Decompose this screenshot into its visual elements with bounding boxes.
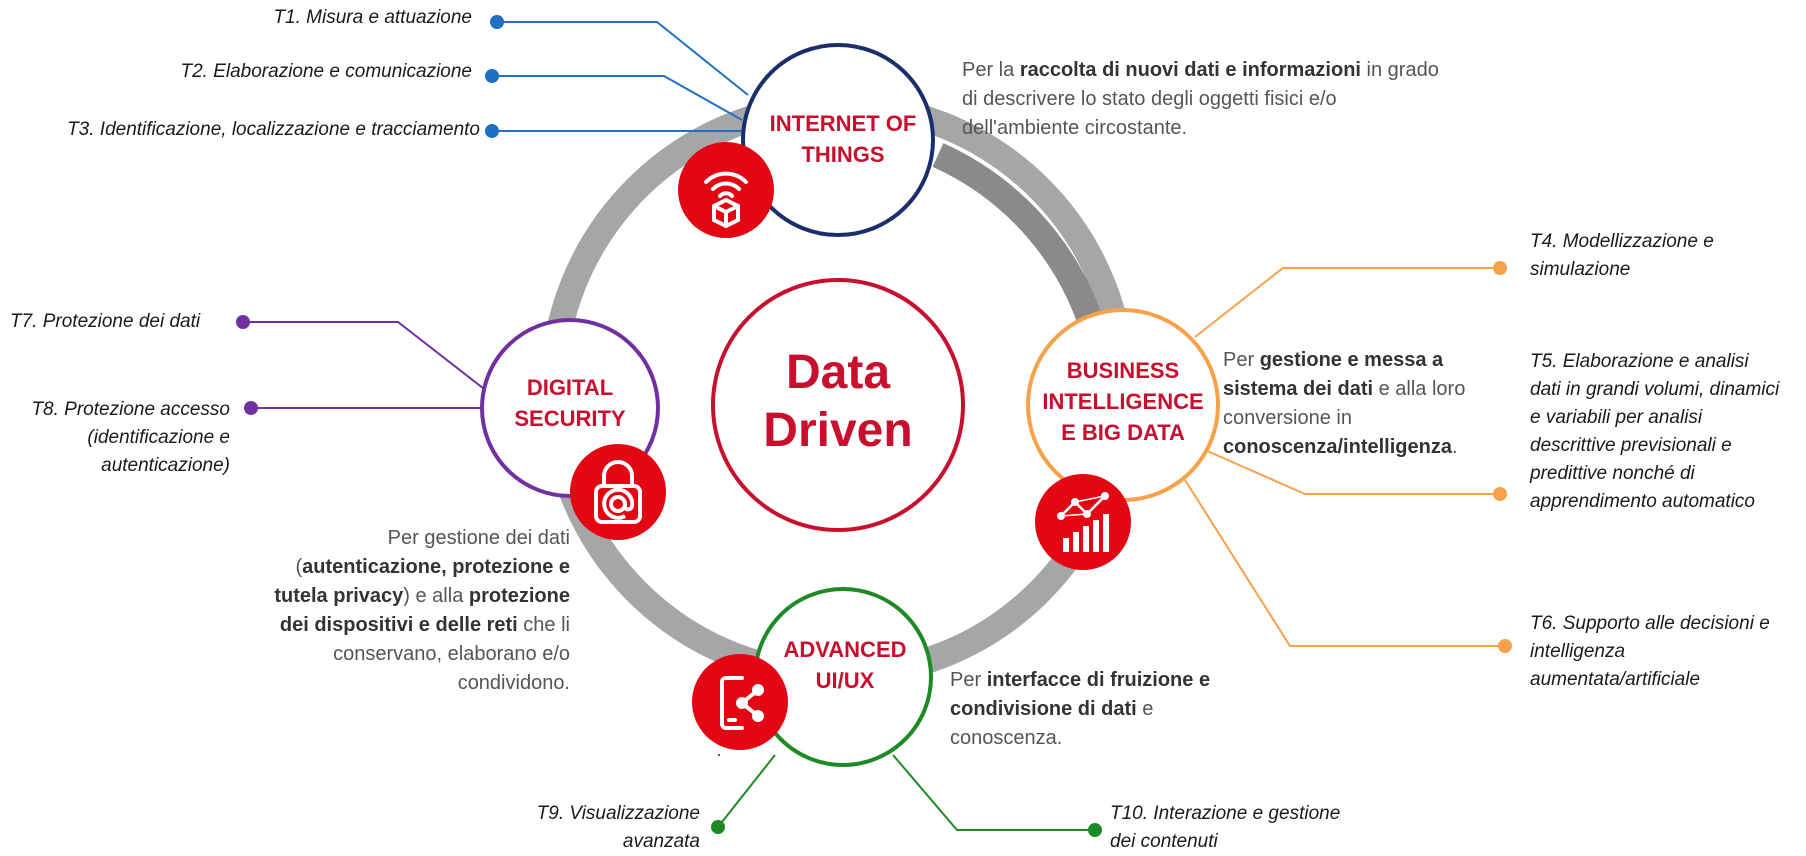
iot-title: INTERNET OF THINGS <box>743 108 943 170</box>
lock-at-icon <box>570 444 666 540</box>
connector-t2 <box>492 75 743 121</box>
connector-t1 <box>497 21 749 96</box>
task-t10: T10. Interazione e gestione dei contenut… <box>1110 803 1341 852</box>
task-t8: T8. Protezione accesso (identificazione … <box>31 399 230 476</box>
connector-dot-t10 <box>1088 823 1102 837</box>
connector-dot-t7 <box>236 315 250 329</box>
iot-description: Per la raccolta di nuovi dati e informaz… <box>962 59 1439 139</box>
connector-dot-t5 <box>1493 487 1507 501</box>
bi-title: BUSINESS INTELLIGENCE E BIG DATA <box>1023 355 1223 448</box>
task-t2: T2. Elaborazione e comunicazione <box>180 61 472 82</box>
iot-title-line1: INTERNET OF <box>769 111 917 136</box>
connector-dot-t9 <box>711 820 725 834</box>
connector-dot-t4 <box>1493 261 1507 275</box>
task-t3: T3. Identificazione, localizzazione e tr… <box>67 119 480 140</box>
iot-node-circle <box>741 43 935 237</box>
uiux-title: ADVANCED UI/UX <box>760 634 930 696</box>
connector-t4 <box>1194 267 1500 338</box>
bi-title-line2: INTELLIGENCE <box>1042 389 1204 414</box>
bi-title-line1: BUSINESS <box>1066 358 1180 383</box>
security-connectors <box>243 321 489 409</box>
task-t7: T7. Protezione dei dati <box>10 311 201 332</box>
task-t5: T5. Elaborazione e analisi dati in grand… <box>1530 351 1780 512</box>
connector-dot-t3 <box>485 124 499 138</box>
connector-dot-t8 <box>244 401 258 415</box>
connector-dot-t1 <box>490 15 504 29</box>
uiux-description: Per interfacce di fruizione e condivisio… <box>950 669 1211 749</box>
connector-t5 <box>1204 449 1500 495</box>
connector-dot-t6 <box>1498 639 1512 653</box>
center-title: Data Driven <box>713 344 963 460</box>
task-t4: T4. Modellizzazione e simulazione <box>1530 231 1714 280</box>
analytics-chart-icon <box>1035 474 1131 570</box>
bi-description: Per gestione e messa a sistema dei dati … <box>1223 349 1466 458</box>
uiux-title-line1: ADVANCED <box>783 637 907 662</box>
center-title-line1: Data <box>785 346 891 399</box>
mobile-share-icon <box>692 654 788 750</box>
connector-t9 <box>717 754 776 828</box>
connector-t6 <box>1184 479 1505 647</box>
uiux-connectors <box>717 754 1095 831</box>
task-t6: T6. Supporto alle decisioni e intelligen… <box>1530 613 1770 690</box>
center-circle <box>711 278 965 532</box>
uiux-title-line2: UI/UX <box>815 668 875 693</box>
bi-title-line3: E BIG DATA <box>1061 420 1185 445</box>
security-title-line2: SECURITY <box>514 406 626 431</box>
connector-t10 <box>892 754 1095 831</box>
center-title-line2: Driven <box>763 404 913 457</box>
task-t9: T9. Visualizzazione avanzata <box>536 803 700 852</box>
task-t1: T1. Misura e attuazione <box>273 7 472 28</box>
wifi-cube-icon <box>678 142 774 238</box>
iot-title-line2: THINGS <box>801 142 885 167</box>
security-title: DIGITAL SECURITY <box>480 372 660 434</box>
security-description: Per gestione dei dati (autenticazione, p… <box>274 527 570 694</box>
cycle-ring-dark-segment <box>932 143 1103 325</box>
security-title-line1: DIGITAL <box>526 375 614 400</box>
connector-dot-t2 <box>485 69 499 83</box>
bi-connectors <box>1184 267 1505 647</box>
connector-t7 <box>243 321 489 393</box>
iot-connectors <box>492 21 749 132</box>
